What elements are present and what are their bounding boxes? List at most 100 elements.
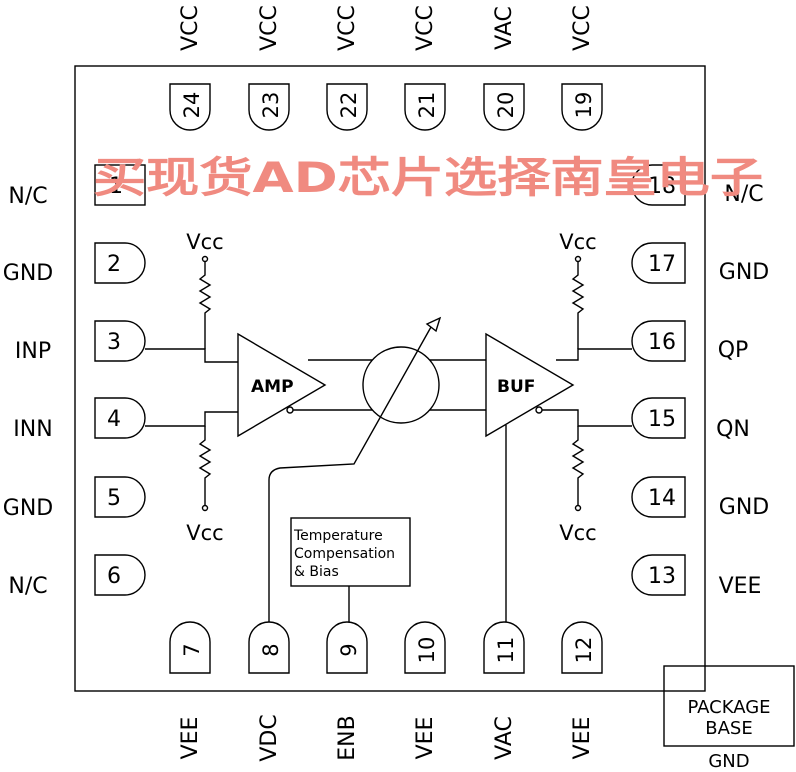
vcc-label-right-bottom: Vcc [559, 521, 596, 545]
pin-10: 10 VEE [404, 621, 446, 760]
pin-12-label: VEE [570, 717, 595, 760]
pin-18: 18 N/C [631, 164, 764, 207]
pin-17-label: GND [719, 260, 769, 285]
pin-1-number: 1 [109, 174, 123, 199]
pin-6: 6 N/C [8, 554, 146, 599]
temp-line-1: Temperature [293, 528, 383, 544]
chip-outline [74, 65, 706, 692]
pin-13-label: VEE [719, 574, 762, 599]
pin-13: 13 VEE [631, 554, 762, 599]
pin-11-label: VAC [492, 716, 517, 760]
vcc-label-left-top: Vcc [186, 230, 223, 254]
temperature-compensation-block: Temperature Compensation & Bias [290, 517, 411, 587]
qp-wire [556, 348, 632, 361]
pin-20-number: 20 [494, 92, 518, 119]
pin-19-label: VCC [570, 5, 595, 51]
pin-2: 2 GND [3, 242, 146, 286]
pin-13-number: 13 [648, 564, 676, 589]
pin-21-number: 21 [415, 92, 439, 119]
pin-9-number: 9 [337, 643, 361, 656]
amp-label: AMP [251, 377, 294, 397]
pin-22-label: VCC [335, 5, 360, 51]
pin-16-label: QP [718, 338, 749, 363]
pin-4: 4 INN [13, 397, 146, 442]
pin-23: 23 VCC [248, 5, 290, 131]
vdc-control-wire [268, 326, 432, 622]
pin-15: 15 QN [631, 397, 750, 442]
pin-8-label: VDC [257, 714, 282, 761]
phase-shifter [362, 346, 440, 424]
pin-22-number: 22 [337, 92, 361, 119]
temp-line-2: Compensation [294, 546, 395, 562]
pin-3-number: 3 [107, 330, 121, 355]
pin-14: 14 GND [631, 476, 769, 520]
pin-1-label: N/C [8, 184, 47, 209]
pin-23-number: 23 [259, 92, 283, 119]
inp-wire [145, 348, 238, 363]
pin-3-label: INP [15, 339, 51, 364]
pin-7-label: VEE [178, 717, 203, 760]
qn-wire [542, 409, 632, 427]
pin-23-label: VCC [257, 5, 282, 51]
buf-label: BUF [497, 377, 535, 397]
vcc-pullup-left-top: Vcc [186, 230, 224, 349]
pin-14-label: GND [719, 495, 769, 520]
package-base-line1: PACKAGE [687, 697, 770, 718]
pin-5: 5 GND [3, 476, 146, 521]
pin-20-label: VAC [492, 6, 517, 50]
pin-18-label: N/C [724, 182, 763, 207]
vcc-pullup-right-bottom: Vcc [559, 426, 597, 545]
package-base: PACKAGE BASE GND [663, 665, 795, 772]
pin-9: 9 ENB [326, 621, 368, 761]
pin-21: 21 VCC [404, 5, 446, 131]
pin-15-number: 15 [648, 407, 676, 432]
pin-17-number: 17 [648, 252, 676, 277]
pin-1: 1 N/C [8, 164, 146, 209]
pin-24-label: VCC [178, 5, 203, 51]
vcc-pullup-left-bottom: Vcc [186, 426, 224, 545]
pin-22: 22 VCC [326, 5, 368, 131]
pin-8: 8 VDC [248, 621, 290, 762]
pin-6-number: 6 [107, 564, 121, 589]
pin-24-number: 24 [180, 92, 204, 119]
pin-5-number: 5 [107, 486, 121, 511]
pin-5-label: GND [3, 496, 53, 521]
pin-21-label: VCC [413, 5, 438, 51]
pin-18-number: 18 [648, 174, 676, 199]
watermark: 买现货AD芯片选择南皇电子 [93, 153, 763, 202]
pin-20: 20 VAC [483, 6, 525, 131]
vcc-label-left-bottom: Vcc [186, 521, 223, 545]
pin-12: 12 VEE [561, 621, 603, 760]
pin-7: 7 VEE [169, 621, 211, 760]
pin-15-label: QN [716, 417, 750, 442]
package-base-line2: BASE [705, 718, 752, 739]
pin-16: 16 QP [631, 320, 749, 363]
pin-8-number: 8 [259, 643, 283, 656]
pin-9-label: ENB [335, 715, 360, 760]
pin-4-number: 4 [107, 407, 121, 432]
pin-3: 3 INP [15, 320, 146, 364]
pin-19: 19 VCC [561, 5, 603, 131]
vcc-pullup-right-top: Vcc [559, 230, 597, 349]
pin-4-label: INN [13, 417, 52, 442]
inn-wire [145, 411, 238, 427]
buf-block: BUF [485, 332, 575, 438]
control-arrowhead [425, 316, 442, 333]
pin-10-label: VEE [413, 717, 438, 760]
pin-2-number: 2 [107, 252, 121, 277]
pin-11-number: 11 [494, 637, 518, 664]
temp-line-3: & Bias [294, 564, 339, 580]
pin-7-number: 7 [180, 643, 204, 656]
pin-17: 17 GND [631, 242, 769, 285]
pin-16-number: 16 [648, 330, 676, 355]
pin-10-number: 10 [415, 637, 439, 664]
amp-block: AMP [237, 332, 327, 438]
pin-12-number: 12 [572, 637, 596, 664]
pin-19-number: 19 [572, 92, 596, 119]
pin-2-label: GND [3, 261, 53, 286]
vcc-label-right-top: Vcc [559, 230, 596, 254]
pin-6-label: N/C [8, 574, 47, 599]
package-base-gnd: GND [708, 751, 749, 772]
pin-11: 11 VAC [483, 621, 525, 760]
